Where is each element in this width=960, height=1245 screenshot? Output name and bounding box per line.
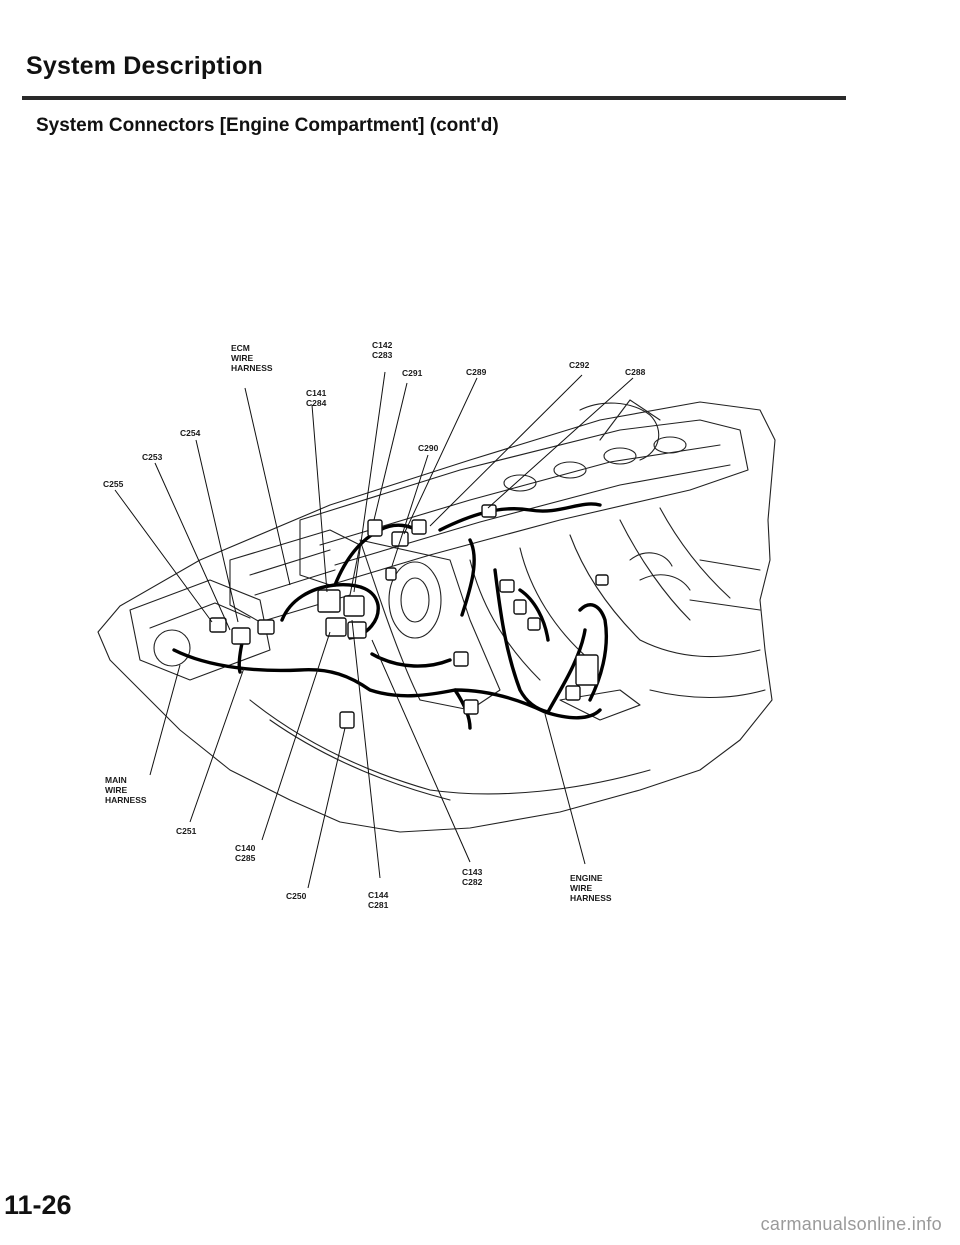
engine-outline-drawing	[97, 399, 776, 833]
label-line: C283	[372, 350, 393, 360]
label-line: HARNESS	[570, 893, 612, 903]
label-c255: C255	[103, 479, 124, 489]
label-line: C143	[462, 867, 483, 877]
label-line: WIRE	[105, 785, 128, 795]
label-line: C285	[235, 853, 256, 863]
wire-harness-paths	[172, 502, 609, 730]
label-line: C282	[462, 877, 483, 887]
leader-lines	[114, 371, 634, 889]
label-c291: C291	[402, 368, 423, 378]
title-divider	[22, 96, 846, 100]
label-line: C141	[306, 388, 327, 398]
page-title: System Description	[26, 52, 264, 80]
label-line: C290	[418, 443, 439, 453]
watermark: carmanualsonline.info	[760, 1214, 942, 1234]
label-line: HARNESS	[105, 795, 147, 805]
label-line: C292	[569, 360, 590, 370]
label-c251: C251	[176, 826, 197, 836]
label-line: C144	[368, 890, 389, 900]
label-line: C142	[372, 340, 393, 350]
label-line: ENGINE	[570, 873, 603, 883]
label-line: C284	[306, 398, 327, 408]
label-line: C291	[402, 368, 423, 378]
label-line: C254	[180, 428, 201, 438]
label-line: C255	[103, 479, 124, 489]
label-c290: C290	[418, 443, 439, 453]
label-c250: C250	[286, 891, 307, 901]
label-line: WIRE	[231, 353, 254, 363]
label-c254: C254	[180, 428, 201, 438]
label-c288: C288	[625, 367, 646, 377]
label-c253: C253	[142, 452, 163, 462]
section-title: System Connectors [Engine Compartment] (…	[36, 115, 499, 136]
label-line: ECM	[231, 343, 250, 353]
label-line: C251	[176, 826, 197, 836]
label-line: C289	[466, 367, 487, 377]
label-c292: C292	[569, 360, 590, 370]
label-line: C140	[235, 843, 256, 853]
page-number: 11-26	[4, 1190, 72, 1220]
label-line: C288	[625, 367, 646, 377]
label-line: WIRE	[570, 883, 593, 893]
connector-blocks	[209, 504, 609, 729]
label-line: MAIN	[105, 775, 127, 785]
label-line: HARNESS	[231, 363, 273, 373]
label-line: C281	[368, 900, 389, 910]
label-c289: C289	[466, 367, 487, 377]
label-line: C253	[142, 452, 163, 462]
label-line: C250	[286, 891, 307, 901]
